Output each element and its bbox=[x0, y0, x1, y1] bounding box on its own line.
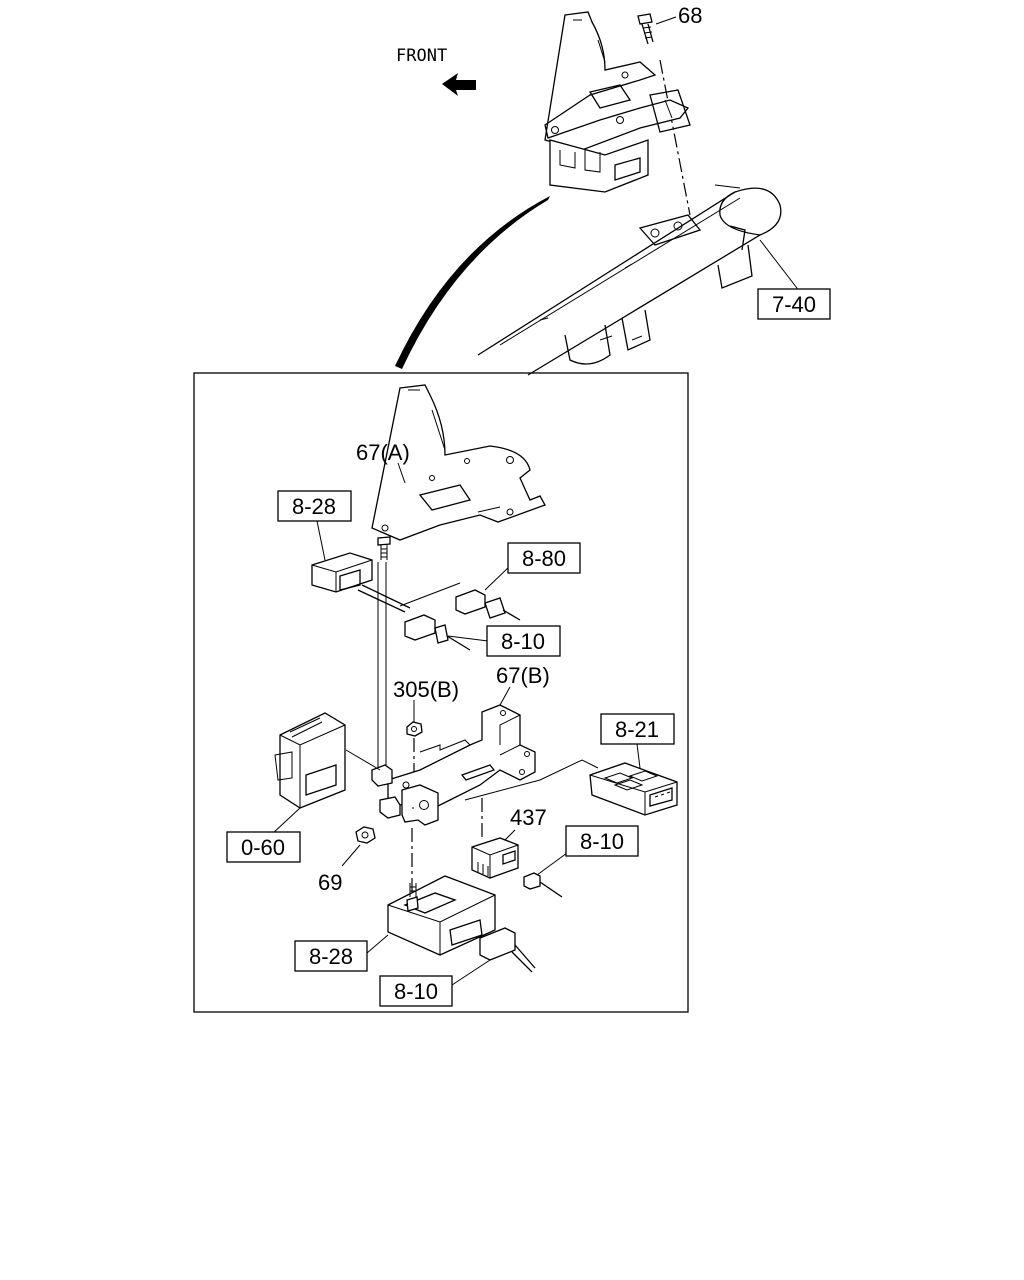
bolt-centerline bbox=[659, 59, 691, 216]
leader-67a bbox=[397, 462, 406, 484]
module-0-60 bbox=[274, 712, 346, 809]
leader-0-60 bbox=[271, 807, 301, 835]
ref-box-8-80[interactable]: 8-80 bbox=[507, 542, 581, 574]
svg-text:8-28: 8-28 bbox=[309, 944, 353, 969]
callout-69: 69 bbox=[318, 870, 342, 895]
front-arrow-icon bbox=[442, 73, 476, 96]
bracket-67b bbox=[371, 704, 536, 826]
connector-8-10-bottom bbox=[479, 927, 536, 973]
relay-437 bbox=[471, 837, 519, 879]
leader-8-10-bottom bbox=[451, 959, 491, 986]
module-8-28-bottom bbox=[387, 875, 496, 956]
bracket-67a bbox=[371, 384, 546, 541]
ref-box-8-10-bottom[interactable]: 8-10 bbox=[379, 975, 453, 1007]
ref-box-8-28-bottom[interactable]: 8-28 bbox=[294, 940, 368, 972]
cross-member-beam bbox=[477, 184, 782, 376]
detail-arrow bbox=[395, 196, 550, 369]
nut-69 bbox=[355, 826, 376, 844]
leader-8-28-top bbox=[316, 520, 326, 561]
bolt-68 bbox=[637, 13, 654, 45]
nut-305b bbox=[406, 721, 423, 737]
callout-67b: 67(B) bbox=[496, 663, 550, 688]
connector-8-21 bbox=[589, 762, 678, 816]
ref-box-8-10-right[interactable]: 8-10 bbox=[565, 825, 639, 857]
svg-text:7-40: 7-40 bbox=[772, 292, 816, 317]
svg-text:8-80: 8-80 bbox=[522, 546, 566, 571]
ref-box-7-40[interactable]: 7-40 bbox=[757, 288, 831, 320]
harness-8-21 bbox=[464, 759, 599, 801]
harness-link bbox=[399, 582, 461, 607]
front-indicator: FRONT bbox=[396, 46, 476, 96]
callout-67a: 67(A) bbox=[356, 440, 410, 465]
svg-text:8-21: 8-21 bbox=[615, 717, 659, 742]
svg-text:8-10: 8-10 bbox=[580, 829, 624, 854]
connector-8-10-mid bbox=[404, 614, 471, 651]
detail-frame bbox=[193, 372, 689, 1013]
svg-text:8-10: 8-10 bbox=[501, 629, 545, 654]
callout-437: 437 bbox=[510, 805, 547, 830]
front-label: FRONT bbox=[396, 46, 447, 66]
leader-8-28-bottom bbox=[366, 934, 389, 954]
leader-8-10-mid bbox=[447, 635, 489, 642]
harness-a bbox=[357, 584, 411, 613]
leader-67b bbox=[499, 686, 511, 706]
bracket-assembly-top bbox=[544, 11, 691, 193]
ref-box-0-60[interactable]: 0-60 bbox=[226, 831, 301, 863]
svg-text:8-28: 8-28 bbox=[292, 494, 336, 519]
leader-7-40 bbox=[759, 239, 801, 293]
leader-8-80 bbox=[484, 565, 511, 591]
ref-box-8-10-mid[interactable]: 8-10 bbox=[486, 625, 561, 657]
callout-305b: 305(B) bbox=[393, 677, 459, 702]
svg-text:0-60: 0-60 bbox=[241, 835, 285, 860]
leader-68 bbox=[655, 16, 677, 25]
leader-8-10-right bbox=[536, 852, 568, 876]
leader-8-21 bbox=[636, 743, 641, 769]
ref-box-8-28-top[interactable]: 8-28 bbox=[277, 490, 352, 522]
ref-box-8-21[interactable]: 8-21 bbox=[600, 713, 675, 745]
module-8-28-top bbox=[311, 552, 373, 593]
svg-text:8-10: 8-10 bbox=[394, 979, 438, 1004]
connector-8-10-right bbox=[523, 872, 563, 898]
callout-68: 68 bbox=[678, 3, 702, 28]
screw-upper bbox=[377, 536, 391, 560]
leader-69 bbox=[341, 844, 361, 867]
connector-8-80 bbox=[455, 589, 521, 621]
harness-0-60 bbox=[345, 749, 381, 771]
